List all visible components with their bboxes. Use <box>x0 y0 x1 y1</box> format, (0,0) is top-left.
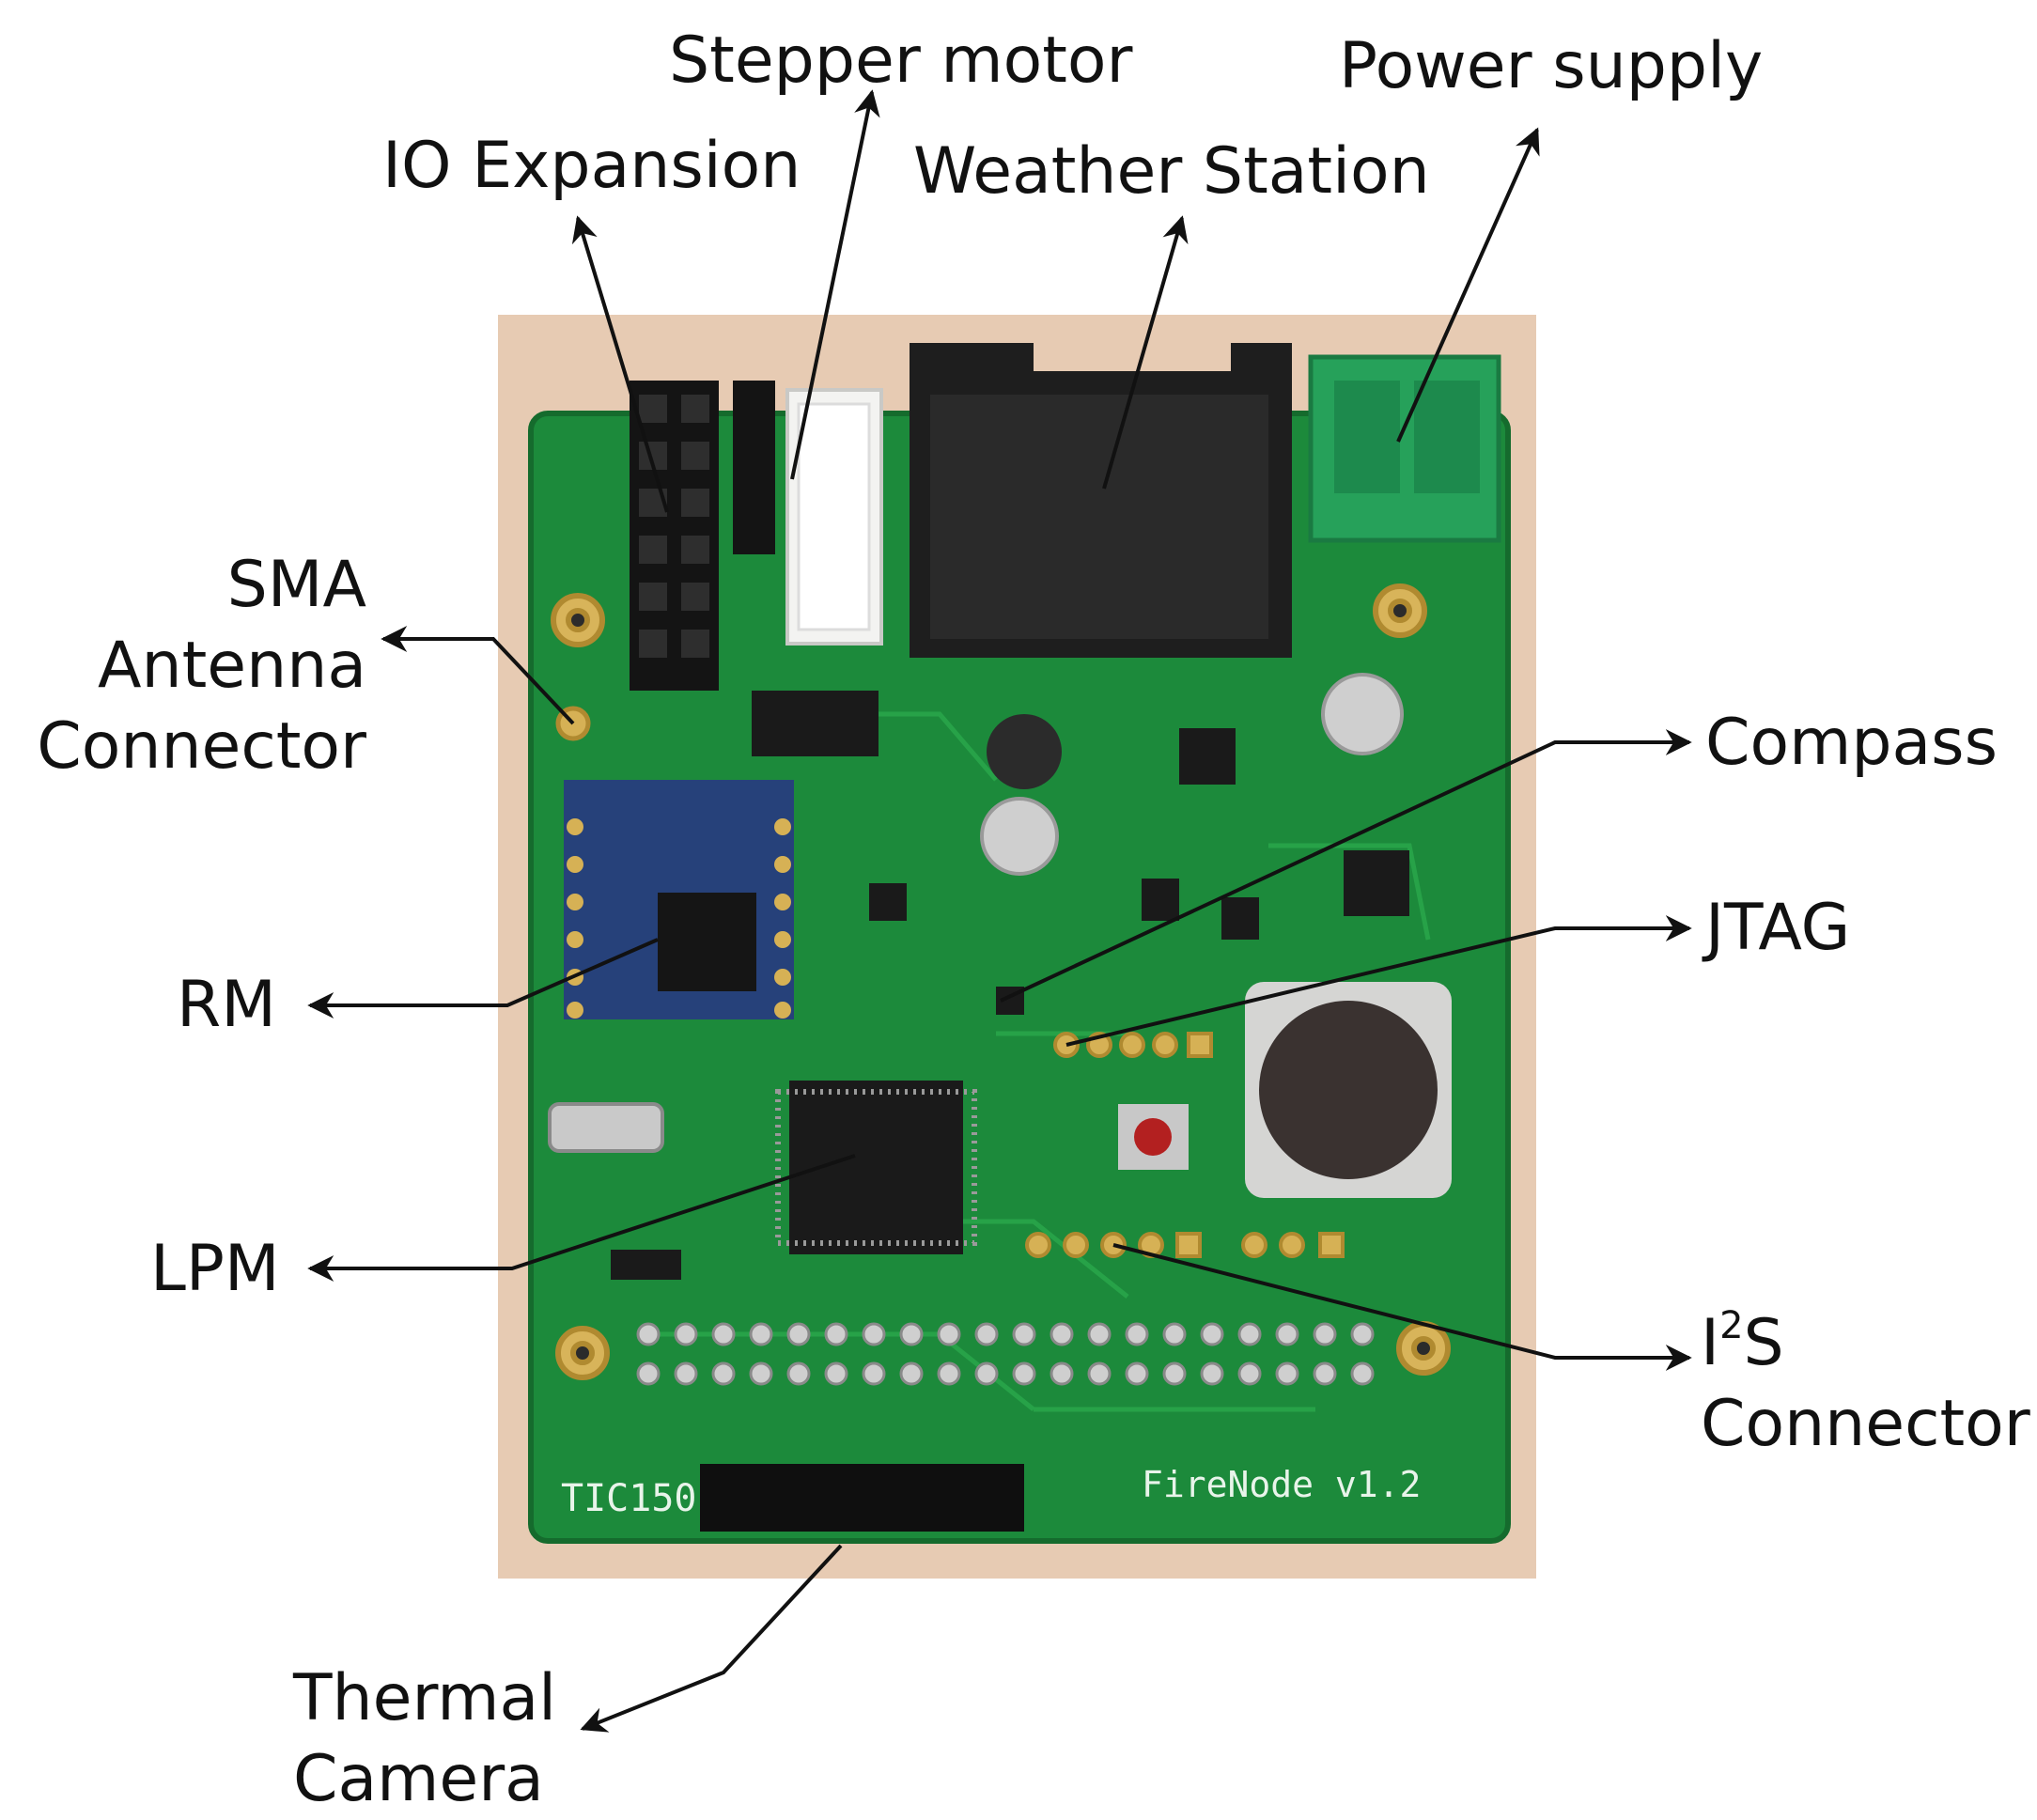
small-header <box>733 381 775 554</box>
arrow-lpm <box>307 1154 856 1282</box>
label-i2s-connector: I2S Connector <box>1701 1285 2030 1465</box>
i2s-header <box>1025 1232 1345 1258</box>
crystal <box>548 1102 664 1153</box>
label-sma-antenna: SMA Antenna Connector <box>19 545 366 787</box>
silkscreen-left: TIC150 <box>561 1477 697 1520</box>
arrow-jtag <box>1065 915 1692 1047</box>
arrow-rm <box>307 938 659 1019</box>
label-thermal-camera: Thermal Camera <box>293 1658 556 1820</box>
label-weather-station: Weather Station <box>913 134 1430 209</box>
arrow-io-expansion <box>571 215 669 513</box>
annotation-arrows <box>307 89 1692 1733</box>
label-sma-line3: Connector <box>37 709 366 784</box>
pcb: TIC150 FireNode v1.2 <box>528 343 1511 1544</box>
small-ics <box>869 728 1409 1015</box>
arrow-power-supply <box>1396 127 1540 443</box>
label-i2s-line1: I2S <box>1701 1304 1784 1380</box>
lpm-chip <box>775 1081 977 1254</box>
label-stepper-motor: Stepper motor <box>669 23 1133 98</box>
diode <box>611 1250 681 1280</box>
arrow-compass <box>1000 729 1692 1003</box>
power-supply-terminal <box>1308 354 1501 543</box>
thermal-camera-connector <box>700 1464 1024 1532</box>
arrow-stepper-motor <box>790 89 880 480</box>
gpio-header <box>636 1322 1375 1386</box>
label-sma-line2: Antenna <box>98 629 366 703</box>
mounting-holes <box>551 583 1451 1380</box>
label-sma-line1: SMA <box>226 548 366 622</box>
driver-ic <box>752 691 879 756</box>
silkscreen-right: FireNode v1.2 <box>1142 1464 1421 1505</box>
label-rm: RM <box>177 968 276 1042</box>
jtag-header <box>1053 1032 1213 1058</box>
capacitors <box>980 673 1404 876</box>
label-i2s-line2: Connector <box>1701 1387 2030 1461</box>
inductors <box>987 714 1452 1198</box>
label-jtag: JTAG <box>1705 891 1851 965</box>
label-io-expansion: IO Expansion <box>382 129 801 203</box>
arrow-i2s <box>1112 1243 1692 1371</box>
arrow-sma <box>381 626 575 725</box>
label-thermal-line2: Camera <box>293 1742 544 1816</box>
reset-button <box>1118 1104 1189 1170</box>
label-thermal-line1: Thermal <box>293 1661 557 1735</box>
arrow-weather-station <box>1102 215 1189 490</box>
label-compass: Compass <box>1705 706 1998 780</box>
weather-station-connector <box>910 343 1292 658</box>
label-lpm: LPM <box>150 1232 280 1306</box>
rf-module <box>564 780 794 1019</box>
label-power-supply: Power supply <box>1339 29 1764 103</box>
arrow-thermal-camera <box>580 1544 843 1733</box>
